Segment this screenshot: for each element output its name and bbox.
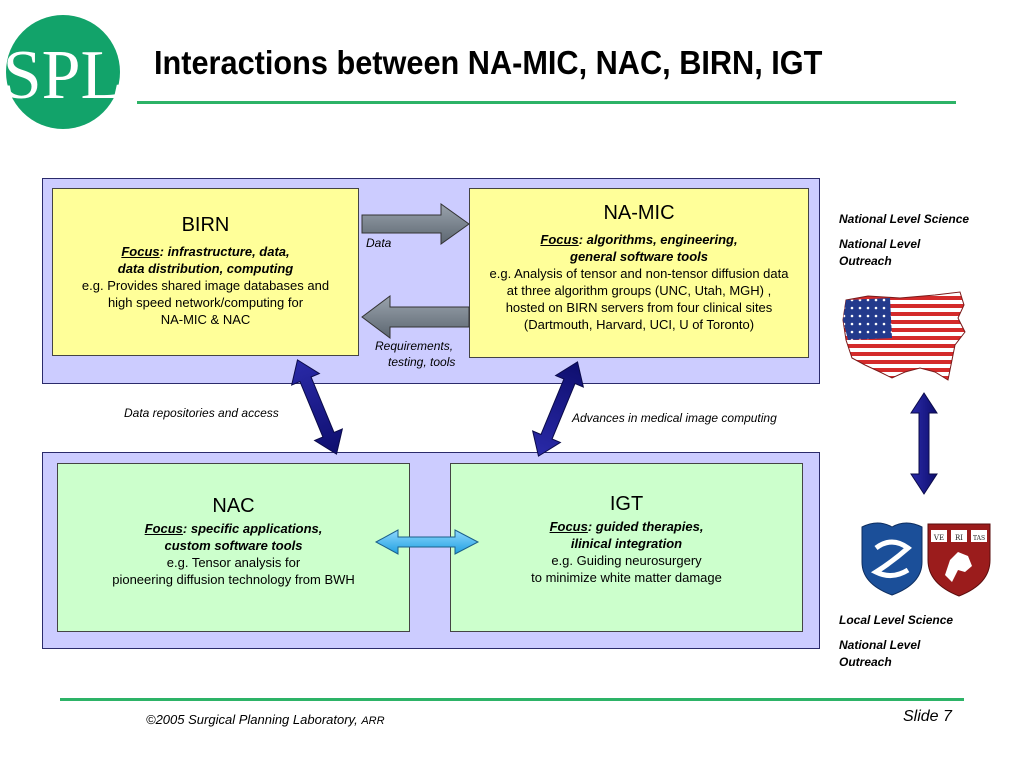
national-outreach-label-2: Outreach xyxy=(839,254,892,268)
national-outreach-label-1: National Level xyxy=(839,237,921,251)
igt-focus-line2: ilinical integration xyxy=(570,536,683,551)
focus-word: Focus xyxy=(121,244,160,259)
data-arrow-right xyxy=(361,203,470,245)
harvard-shield-icon: VE RI TAS xyxy=(927,523,991,597)
namic-igt-double-arrow xyxy=(531,361,585,457)
requirements-arrow-left xyxy=(361,295,470,339)
birn-desc-3: NA-MIC & NAC xyxy=(160,312,251,327)
namic-title: NA-MIC xyxy=(603,202,675,224)
data-label: Data xyxy=(366,236,392,250)
namic-box: NA-MIC Focus: algorithms, engineering, g… xyxy=(469,188,809,358)
svg-text:TAS: TAS xyxy=(973,535,985,542)
copyright: ©2005 Surgical Planning Laboratory, ARR xyxy=(146,712,385,727)
namic-desc-1: e.g. Analysis of tensor and non-tensor d… xyxy=(489,266,789,281)
nac-title: NAC xyxy=(212,495,255,517)
focus-word: Focus xyxy=(549,519,588,534)
birn-desc-2: high speed network/computing for xyxy=(107,295,304,310)
birn-nac-double-arrow xyxy=(290,359,344,455)
title-divider xyxy=(137,101,956,104)
local-science-label: Local Level Science xyxy=(839,613,954,627)
data-repositories-label: Data repositories and access xyxy=(124,406,279,420)
national-science-label: National Level Science xyxy=(839,212,970,226)
svg-text:RI: RI xyxy=(955,534,963,542)
focus-word: Focus xyxy=(144,521,183,536)
us-flag-map-icon xyxy=(842,291,966,381)
namic-focus-line2: general software tools xyxy=(570,249,708,264)
page-title: Interactions between NA-MIC, NAC, BIRN, … xyxy=(154,44,823,81)
requirements-label-1: Requirements, xyxy=(375,339,454,353)
nac-igt-double-arrow xyxy=(374,529,480,555)
igt-desc-2: to minimize white matter damage xyxy=(531,570,722,585)
nac-focus: Focus: specific applications, xyxy=(58,520,409,537)
namic-desc-3: hosted on BIRN servers from four clinica… xyxy=(505,300,773,315)
hospital-shield-icon xyxy=(861,522,923,596)
birn-box: BIRN Focus: infrastructure, data, data d… xyxy=(52,188,359,356)
focus-text: : infrastructure, data, xyxy=(159,244,290,259)
requirements-label-2: testing, tools xyxy=(388,355,456,369)
focus-text: : specific applications, xyxy=(182,521,323,536)
rights-text: ARR xyxy=(361,715,385,727)
nac-box: NAC Focus: specific applications, custom… xyxy=(57,463,410,632)
local-outreach-label-2: Outreach xyxy=(839,655,892,669)
national-local-double-arrow xyxy=(910,392,938,495)
advances-label: Advances in medical image computing xyxy=(572,411,777,425)
svg-text:VE: VE xyxy=(933,534,944,542)
namic-focus: Focus: algorithms, engineering, xyxy=(470,231,808,248)
copyright-text: ©2005 Surgical Planning Laboratory, xyxy=(146,712,358,727)
spl-logo: SPL xyxy=(4,15,122,129)
namic-desc-4: (Dartmouth, Harvard, UCI, U of Toronto) xyxy=(523,317,755,332)
birn-desc-1: e.g. Provides shared image databases and xyxy=(81,278,330,293)
focus-text: : algorithms, engineering, xyxy=(578,232,738,247)
nac-desc-2: pioneering diffusion technology from BWH xyxy=(112,572,355,587)
footer-divider xyxy=(60,698,964,701)
igt-desc-1: e.g. Guiding neurosurgery xyxy=(551,553,702,568)
logo-text: SPL xyxy=(4,37,122,114)
igt-box: IGT Focus: guided therapies, ilinical in… xyxy=(450,463,803,632)
birn-title: BIRN xyxy=(181,214,230,236)
local-outreach-label-1: National Level xyxy=(839,638,921,652)
birn-focus-line2: data distribution, computing xyxy=(117,261,294,276)
focus-text: : guided therapies, xyxy=(587,519,704,534)
slide-number: Slide 7 xyxy=(903,708,952,725)
nac-focus-line2: custom software tools xyxy=(164,538,303,553)
namic-desc-2: at three algorithm groups (UNC, Utah, MG… xyxy=(506,283,772,298)
igt-title: IGT xyxy=(609,493,644,515)
birn-focus: Focus: infrastructure, data, xyxy=(53,243,358,260)
nac-desc-1: e.g. Tensor analysis for xyxy=(166,555,301,570)
igt-focus: Focus: guided therapies, xyxy=(451,518,802,535)
focus-word: Focus xyxy=(540,232,579,247)
